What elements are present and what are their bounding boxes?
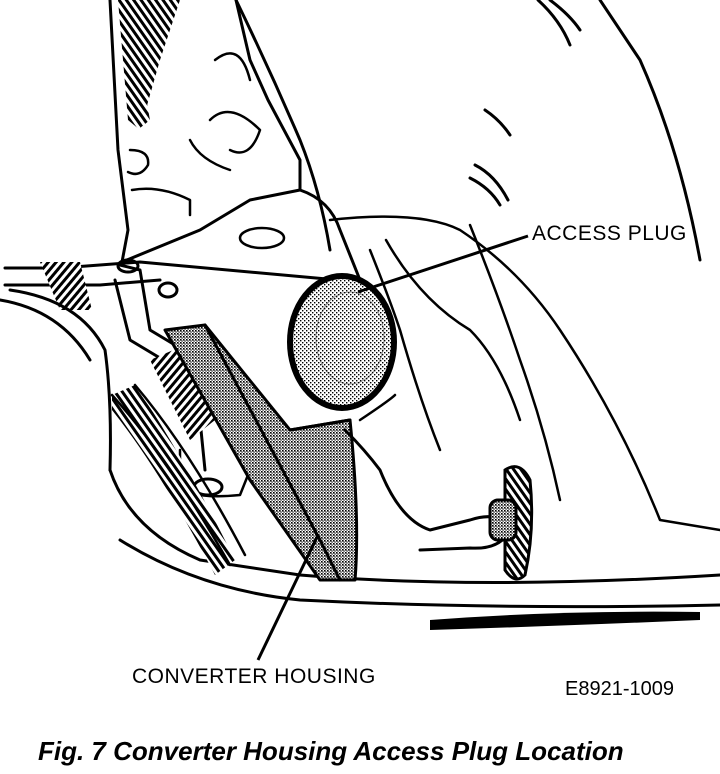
frame-member <box>0 260 720 630</box>
access-plug-label: ACCESS PLUG <box>532 222 687 245</box>
stud-bolt <box>488 465 534 581</box>
bolt-head <box>116 258 140 274</box>
engine-block-panel <box>298 0 720 532</box>
access-plug <box>287 273 397 411</box>
converter-housing-leader <box>256 534 320 661</box>
bolt-head <box>157 281 179 299</box>
converter-housing <box>163 323 359 582</box>
converter-housing-label: CONVERTER HOUSING <box>132 665 376 688</box>
access-plug-leader <box>357 234 529 294</box>
engine-casting <box>108 0 332 264</box>
figure-code: E8921-1009 <box>565 678 674 700</box>
figure-caption: Fig. 7 Converter Housing Access Plug Loc… <box>38 736 624 766</box>
frame-hatch <box>40 262 92 310</box>
hose <box>110 345 247 575</box>
